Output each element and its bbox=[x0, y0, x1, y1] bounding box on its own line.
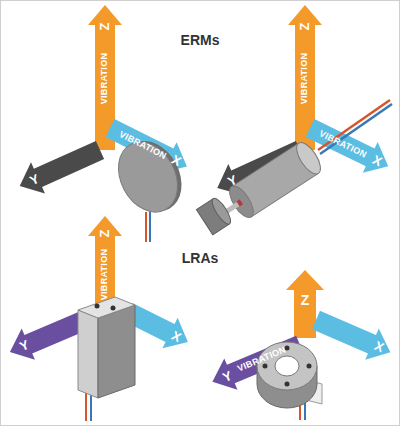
arrow-label: VIBRATION bbox=[300, 52, 309, 104]
cylinder-erm bbox=[196, 100, 392, 240]
arrow-label: VIBRATION bbox=[100, 248, 109, 300]
arrow-label: VIBRATION bbox=[100, 52, 109, 104]
y-arrow bbox=[13, 134, 107, 201]
group-title: LRAs bbox=[182, 251, 219, 265]
x-arrow bbox=[309, 304, 397, 367]
axis-letter: Z bbox=[301, 293, 310, 307]
rectangular-lra bbox=[78, 297, 135, 421]
axis-letter: Z bbox=[98, 229, 111, 237]
axis-letter: Z bbox=[298, 22, 311, 30]
axis-letter: Z bbox=[98, 22, 111, 30]
group-title: ERMs bbox=[181, 33, 220, 47]
